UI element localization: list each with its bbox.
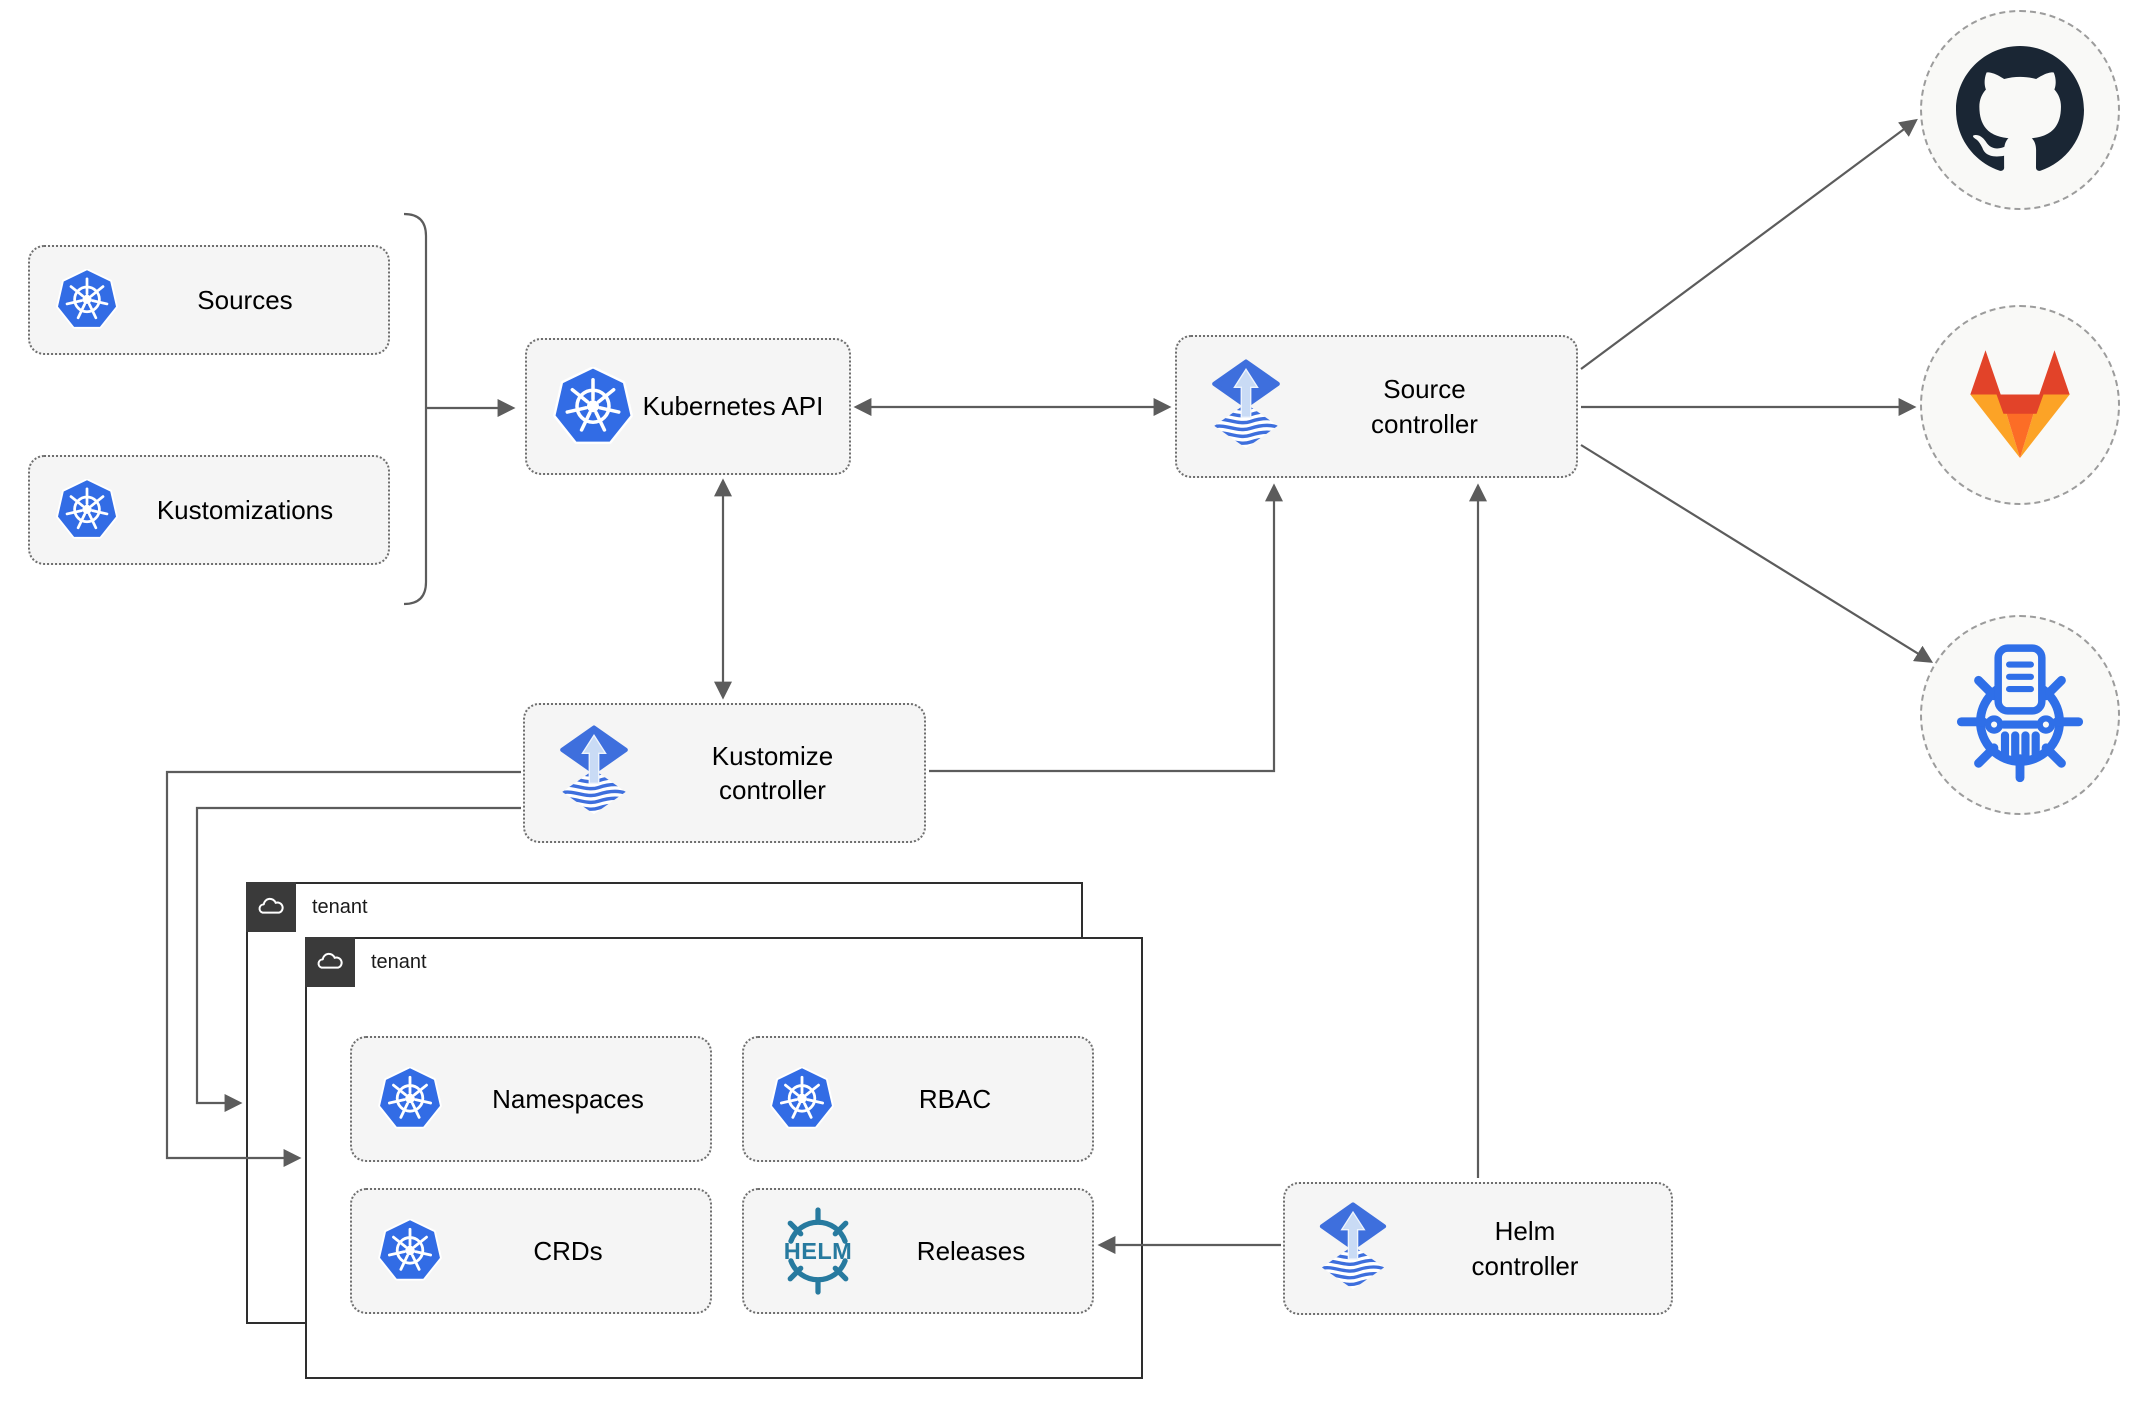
kubernetes-icon xyxy=(553,367,633,447)
tenant-label: tenant xyxy=(371,951,427,973)
tenant-label: tenant xyxy=(312,896,368,918)
node-kubernetes-api: Kubernetes API xyxy=(525,338,851,475)
kubernetes-icon xyxy=(378,1219,442,1283)
node-rbac: RBAC xyxy=(742,1036,1094,1162)
node-label: Source controller xyxy=(1371,374,1478,439)
node-releases: HELM Releases xyxy=(742,1188,1094,1314)
node-label: Kustomize controller xyxy=(711,740,834,805)
kubernetes-icon xyxy=(56,479,118,541)
github-system xyxy=(1920,10,2120,210)
kubernetes-icon xyxy=(770,1067,834,1131)
node-label: CRDs xyxy=(533,1235,603,1266)
node-sources: Sources xyxy=(28,245,390,355)
cloud-icon xyxy=(246,882,296,932)
node-label: RBAC xyxy=(918,1083,992,1114)
node-helm-controller: Helm controller xyxy=(1283,1182,1673,1315)
cloud-icon xyxy=(305,937,355,987)
node-kustomizations: Kustomizations xyxy=(28,455,390,565)
node-label: Kustomizations xyxy=(156,494,334,525)
node-kustomize-controller: Kustomize controller xyxy=(523,703,926,843)
node-label: Sources xyxy=(197,284,293,315)
helm-logo-text: HELM xyxy=(784,1238,852,1264)
node-label: Kubernetes API xyxy=(642,391,824,422)
flux-icon xyxy=(1203,359,1289,455)
edge-bracket xyxy=(403,212,428,606)
edge-kustomize-source-controller xyxy=(929,483,1284,773)
helm-icon: HELM xyxy=(770,1207,866,1295)
kubernetes-icon xyxy=(56,269,118,331)
chartmuseum-icon xyxy=(1945,640,2095,790)
kubernetes-icon xyxy=(378,1067,442,1131)
edge-source-chartmuseum xyxy=(1580,444,1934,663)
node-source-controller: Source controller xyxy=(1175,335,1578,478)
gitlab-system xyxy=(1920,305,2120,505)
github-icon xyxy=(1956,46,2084,174)
edge-source-github xyxy=(1580,118,1918,370)
node-label: Helm controller xyxy=(1471,1216,1579,1281)
gitlab-icon xyxy=(1951,342,2089,469)
node-label: Namespaces xyxy=(492,1083,644,1114)
node-namespaces: Namespaces xyxy=(350,1036,712,1162)
flux-icon xyxy=(551,725,637,821)
chartmuseum-system xyxy=(1920,615,2120,815)
node-crds: CRDs xyxy=(350,1188,712,1314)
flux-icon xyxy=(1311,1202,1395,1296)
node-label: Releases xyxy=(916,1235,1026,1266)
